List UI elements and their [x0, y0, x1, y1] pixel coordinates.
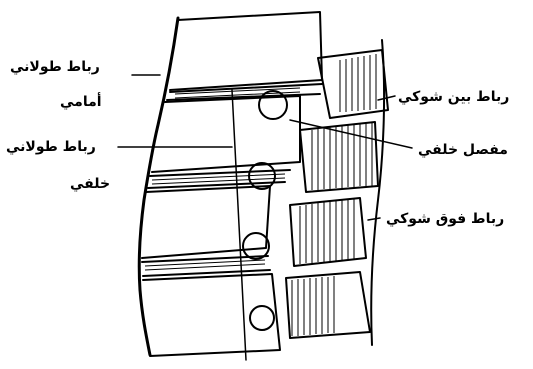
supraspinous-outline	[371, 40, 384, 345]
vertebral-body-3	[142, 186, 270, 258]
vertebral-body-1	[170, 12, 322, 90]
label-posterior-longitudinal-2: خلفي	[70, 177, 110, 191]
facet-3	[243, 233, 269, 259]
label-anterior-longitudinal-2: أمامي	[60, 95, 102, 109]
label-facet-joint: مفصل خلفي	[418, 143, 508, 157]
label-interspinous: رباط بين شوكي	[398, 90, 509, 104]
facet-4	[250, 306, 274, 330]
hatching-3	[300, 199, 354, 264]
hatching-2	[312, 122, 372, 190]
vertebral-body-2	[152, 96, 300, 172]
label-supraspinous: رباط فوق شوكي	[386, 212, 504, 226]
facet-2	[249, 163, 275, 189]
hatching-1	[340, 54, 376, 112]
hatching-4	[292, 276, 334, 336]
posterior-ligament	[232, 90, 246, 360]
label-posterior-longitudinal-1: رباط طولاني	[6, 140, 96, 154]
intervertebral-disc-3	[142, 256, 270, 276]
leader-supraspinous	[368, 218, 380, 220]
vertebral-body-4	[143, 274, 280, 356]
spinous-process-1	[318, 50, 388, 118]
spinous-process-3	[290, 198, 366, 266]
label-anterior-longitudinal-1: رباط طولاني	[10, 60, 100, 74]
